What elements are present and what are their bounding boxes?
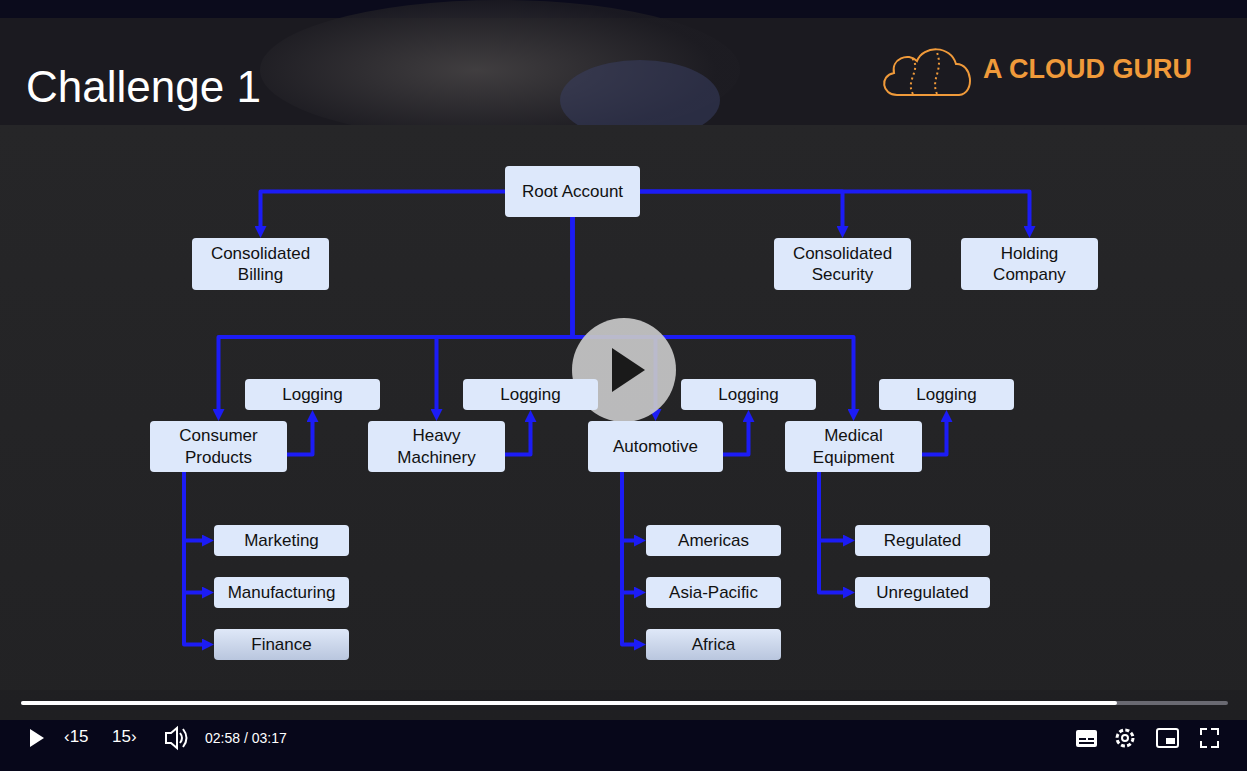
org-box: Logging: [463, 379, 598, 410]
connector-arrow: [622, 472, 636, 541]
connector-arrow: [819, 472, 845, 593]
org-box: Regulated: [855, 525, 990, 556]
logo-cloud: [911, 58, 915, 94]
fullscreen-icon: [1201, 729, 1218, 747]
org-box: Logging: [245, 379, 380, 410]
play-icon: [30, 729, 44, 747]
box-label: Logging: [718, 385, 779, 404]
org-box: Consolidated Billing: [192, 238, 329, 290]
org-box: Holding Company: [961, 238, 1098, 290]
connector-arrow: [922, 420, 947, 455]
box-label: Logging: [500, 385, 561, 404]
org-box: Unregulated: [855, 577, 990, 608]
connector-arrow: [622, 472, 636, 593]
captions-icon: [1088, 738, 1094, 740]
box-label: Manufacturing: [228, 583, 336, 602]
progress-played: [21, 701, 1117, 705]
connector-arrow: [819, 472, 845, 541]
org-box: Marketing: [214, 525, 349, 556]
connector-arrow: [723, 420, 749, 455]
org-box: Manufacturing: [214, 577, 349, 608]
box-label: Regulated: [884, 531, 962, 550]
player-controls: [30, 728, 1218, 748]
box-label: Africa: [692, 635, 735, 654]
connector-arrow: [184, 472, 204, 541]
slide-title: Challenge 1: [26, 61, 261, 114]
play-button: [612, 348, 645, 392]
org-box: Logging: [879, 379, 1014, 410]
org-box: Logging: [681, 379, 816, 410]
logo-cloud: [884, 49, 970, 95]
title-text: Challenge 1: [26, 62, 261, 111]
box-label: Unregulated: [876, 583, 969, 602]
settings-icon: [1122, 735, 1128, 741]
progress-track: [21, 701, 1228, 705]
box-label: Heavy Machinery: [397, 426, 475, 466]
box-label: Root Account: [522, 182, 623, 201]
org-box: Consolidated Security: [774, 238, 911, 290]
box-label: Marketing: [244, 531, 319, 550]
box-label: Consolidated Billing: [211, 244, 310, 284]
control-bar: [0, 720, 1247, 771]
org-box: Automotive: [588, 421, 723, 472]
org-box: Asia-Pacific: [646, 577, 781, 608]
connector-arrow: [640, 192, 1030, 229]
captions-icon: [1079, 738, 1086, 740]
volume-icon: [180, 729, 187, 747]
org-box: Heavy Machinery: [368, 421, 505, 472]
box-label: Logging: [916, 385, 977, 404]
box-label: Logging: [282, 385, 343, 404]
box-label: Americas: [678, 531, 749, 550]
skip-back: ‹15: [64, 727, 89, 747]
org-box: Finance: [214, 629, 349, 660]
skip-forward: 15›: [112, 727, 137, 747]
connector-arrow: [184, 472, 204, 593]
org-box: Americas: [646, 525, 781, 556]
settings-icon: [1117, 730, 1133, 746]
slide-ground: [0, 125, 1247, 720]
box-label: Medical Equipment: [813, 426, 894, 466]
org-box: Medical Equipment: [785, 421, 922, 472]
connector-arrow: [505, 420, 531, 455]
box-label: Consolidated Security: [793, 244, 892, 284]
connector-arrow: [287, 420, 313, 455]
org-box: Consumer Products: [150, 421, 287, 472]
volume-icon: [166, 728, 177, 748]
pip-icon: [1157, 729, 1178, 747]
box-label: Finance: [251, 635, 311, 654]
logo-cloud: [935, 50, 939, 94]
box-label: Asia-Pacific: [669, 583, 758, 602]
connector-arrow: [640, 192, 843, 229]
pip-icon: [1166, 738, 1175, 744]
org-box: Africa: [646, 629, 781, 660]
box-label: Automotive: [613, 437, 698, 456]
time-display: 02:58 / 03:17: [205, 730, 287, 746]
control-shade: [0, 690, 1247, 720]
logo-cloud: [884, 49, 970, 95]
org-box: Root Account: [505, 166, 640, 217]
connector-arrow: [261, 192, 506, 229]
connector-arrow: [622, 472, 636, 645]
blurred-presenter: [260, 0, 740, 140]
logo-wordmark: A CLOUD GURU: [983, 54, 1192, 85]
captions-icon: [1079, 742, 1094, 744]
captions-icon: [1076, 730, 1097, 747]
box-label: Consumer Products: [179, 426, 257, 466]
box-label: Holding Company: [993, 244, 1066, 284]
connector-arrow: [184, 472, 204, 645]
